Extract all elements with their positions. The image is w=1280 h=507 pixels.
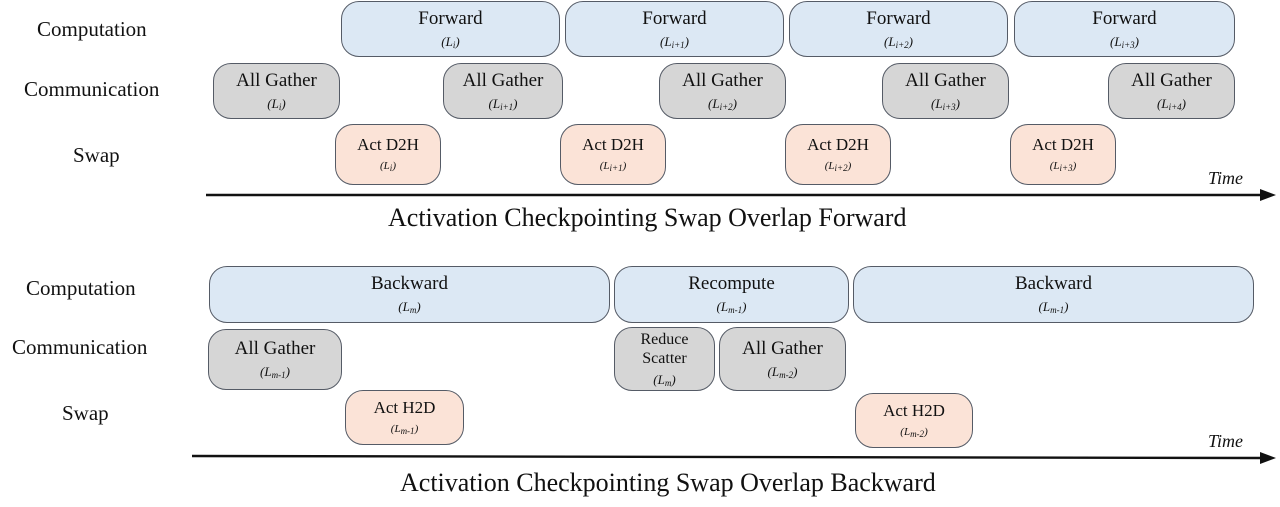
swap-row-label: Swap [62,401,109,425]
layer-label: (Li+4) [1157,95,1186,112]
communication-row-label: Communication [12,335,148,359]
layer-label: (Lm) [653,371,676,388]
layer-label: (Li+3) [1049,159,1077,173]
box-name: Backward [370,273,449,294]
layer-label: (Li+1) [599,159,627,173]
computation-row-label: Computation [37,17,147,41]
all-gather-box: All Gather (Lm-2) [719,327,846,391]
layer-label: (Lm) [398,299,421,315]
box-name: Recompute [688,273,775,294]
layer-label: (Li) [441,33,460,50]
layer-label: (Lm-1) [390,422,419,436]
backward-box: Backward (Lm-1) [853,266,1254,323]
box-name: Act D2H [357,134,419,154]
box-name: All Gather [234,338,316,359]
recompute-box: Recompute (Lm-1) [614,266,849,323]
box-name: Forward [866,7,931,29]
box-name: Reduce Scatter [640,330,689,367]
act-d2h-box: Act D2H (Li+1) [560,124,666,185]
layer-label: (Li+2) [824,159,852,173]
all-gather-box: All Gather (Lm-1) [208,329,342,390]
layer-label: (Li+2) [708,95,737,112]
box-name: Act D2H [807,134,869,154]
box-name: Act D2H [582,134,644,154]
forward-box: Forward (Li+3) [1014,1,1235,57]
swap-row-label: Swap [73,143,120,167]
box-name: Forward [642,7,707,29]
forward-box: Forward (Li+1) [565,1,784,57]
layer-label: (Li+3) [1110,33,1139,50]
box-name: All Gather [1131,69,1212,91]
time-axis-label: Time [1208,431,1244,451]
computation-row-label: Computation [26,276,136,300]
box-name: All Gather [682,69,763,91]
box-name: All Gather [462,69,544,91]
layer-label: (Li) [380,159,396,173]
act-d2h-box: Act D2H (Li) [335,124,441,185]
box-name: All Gather [236,69,317,91]
time-axis-arrow [191,452,1276,464]
box-name: All Gather [742,337,823,359]
layer-label: (Li) [267,95,286,112]
box-name: Forward [1092,7,1157,29]
layer-label: (Li+3) [931,95,960,112]
layer-label: (Lm-2) [900,425,928,439]
box-name: Backward [1014,273,1093,294]
layer-label: (Lm-2) [767,363,798,380]
box-name: All Gather [905,69,986,91]
time-axis-arrow [206,189,1276,201]
box-name: Forward [418,7,483,29]
act-d2h-box: Act D2H (Li+3) [1010,124,1116,185]
layer-label: (Li+1) [488,95,518,112]
box-name: Act H2D [883,400,945,420]
all-gather-box: All Gather (Li+4) [1108,63,1235,119]
forward-box: Forward (Li+2) [789,1,1008,57]
all-gather-box: All Gather (Li+3) [882,63,1009,119]
reduce-scatter-box: Reduce Scatter (Lm) [614,327,715,391]
box-name: Act H2D [373,397,436,417]
backward-box: Backward (Lm) [209,266,610,323]
all-gather-box: All Gather (Li+1) [443,63,563,119]
layer-label: (Li+1) [660,33,689,50]
layer-label: (Lm-1) [716,299,747,315]
all-gather-box: All Gather (Li+2) [659,63,786,119]
act-d2h-box: Act D2H (Li+2) [785,124,891,185]
forward-caption: Activation Checkpointing Swap Overlap Fo… [388,203,907,232]
act-h2d-box: Act H2D (Lm-1) [345,390,464,445]
layer-label: (Lm-1) [260,364,290,380]
box-name: Act D2H [1032,134,1094,154]
backward-caption: Activation Checkpointing Swap Overlap Ba… [400,468,936,497]
layer-label: (Lm-1) [1038,299,1069,315]
communication-row-label: Communication [24,77,160,101]
forward-box: Forward (Li) [341,1,560,57]
layer-label: (Li+2) [884,33,913,50]
time-axis-label: Time [1208,168,1244,188]
all-gather-box: All Gather (Li) [213,63,340,119]
act-h2d-box: Act H2D (Lm-2) [855,393,973,448]
